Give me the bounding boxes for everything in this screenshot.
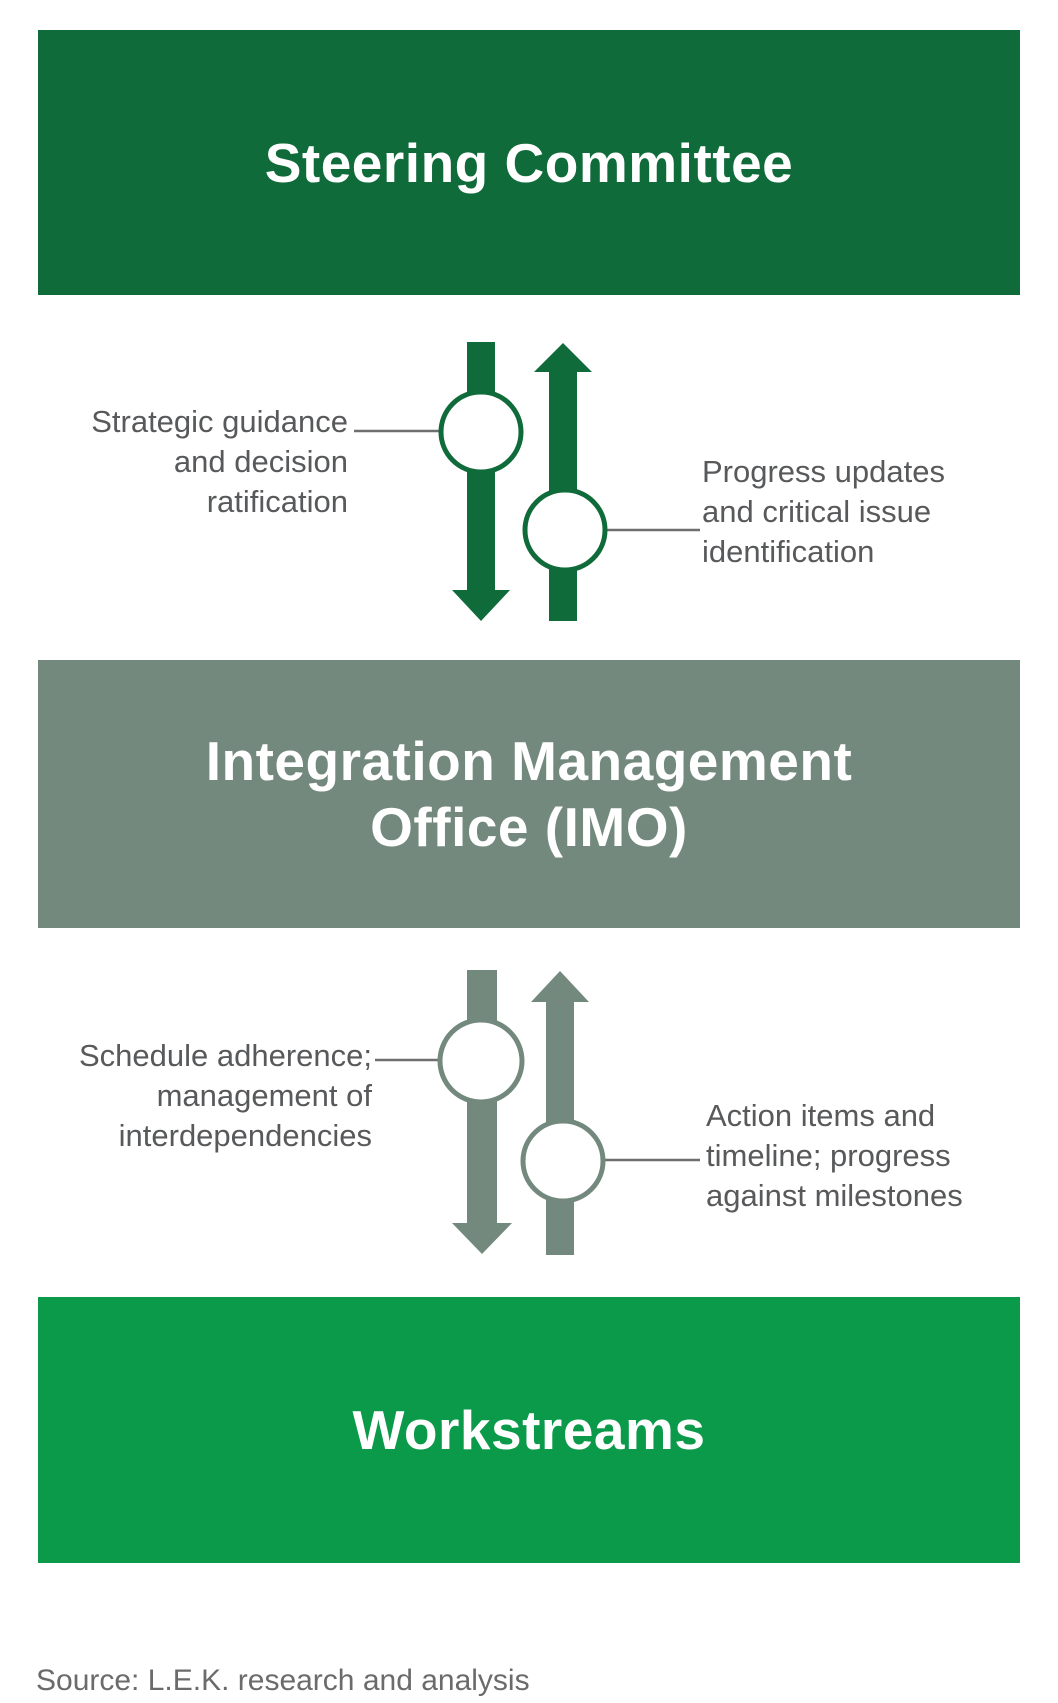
up-arrow-head-icon: [531, 971, 589, 1002]
imo-banner: Integration Management Office (IMO): [38, 660, 1020, 928]
imo-workstreams-up-label: Action items and timeline; progress agai…: [706, 1098, 963, 1213]
down-arrow-head-icon: [452, 590, 510, 621]
down-flow-node-circle: [437, 1017, 525, 1105]
imo-workstreams-flow: [375, 970, 700, 1255]
steering-imo-flow: [354, 342, 700, 621]
steering-imo-down-label: Strategic guidance and decision ratifica…: [91, 404, 348, 519]
steering-committee-banner: Steering Committee: [38, 30, 1020, 295]
source-note: Source: L.E.K. research and analysis: [36, 1664, 530, 1697]
up-flow-node-circle: [520, 1118, 606, 1204]
imo-workstreams-down-label: Schedule adherence; management of interd…: [78, 1038, 372, 1153]
steering-imo-up-label: Progress updates and critical issue iden…: [702, 454, 945, 569]
workstreams-banner: Workstreams: [38, 1297, 1020, 1563]
down-arrow-head-icon: [452, 1223, 512, 1254]
down-flow-node-circle: [438, 389, 524, 475]
steering-committee-title: Steering Committee: [264, 131, 794, 194]
up-flow-node-circle: [522, 487, 608, 573]
imo-title: Integration Management Office (IMO): [205, 730, 853, 858]
workstreams-title: Workstreams: [352, 1399, 706, 1461]
up-arrow-head-icon: [534, 343, 592, 372]
